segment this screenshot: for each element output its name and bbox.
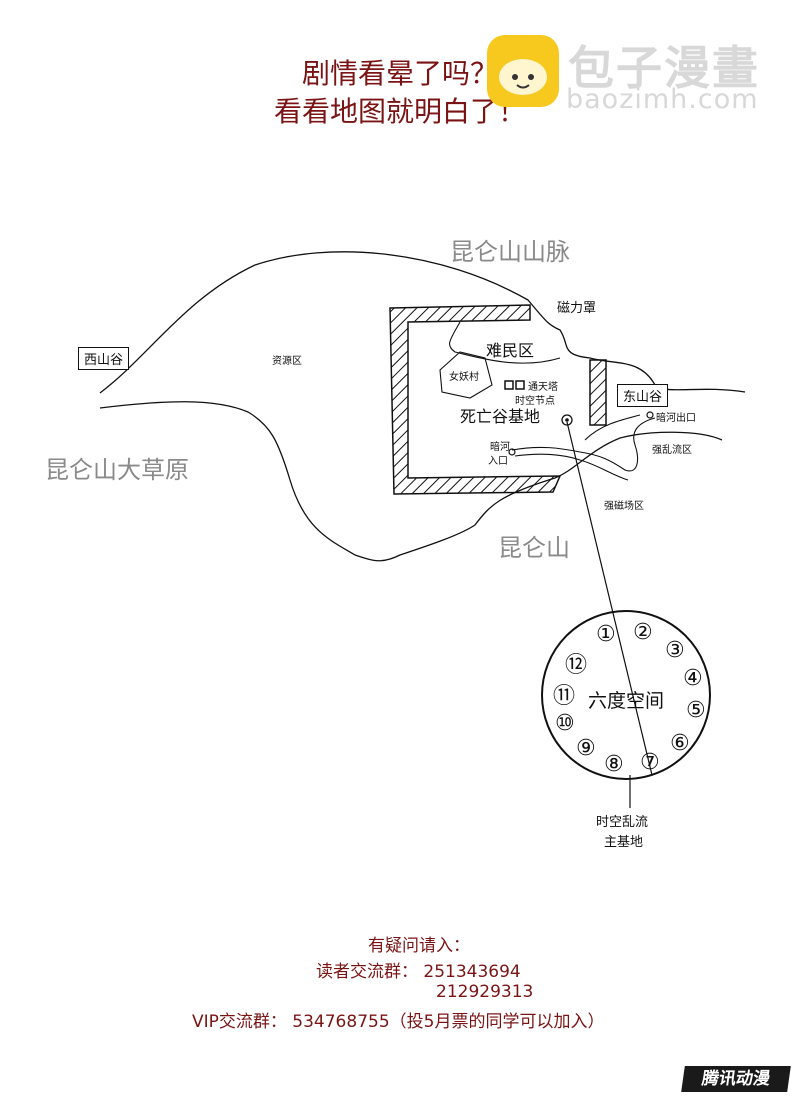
space-number-11: ⑪ [553, 684, 576, 709]
space-number-3: ③ [665, 638, 685, 663]
space-number-9: ⑨ [576, 736, 596, 761]
river-line [511, 417, 656, 472]
label-mountain: 昆仑山 [498, 534, 570, 562]
label-dark-river-1: 暗河 [490, 442, 510, 453]
space-number-7: ⑦ [640, 750, 660, 775]
watermark-logo: 腾讯动漫 [681, 1066, 791, 1092]
label-sky-tower: 通天塔 [528, 382, 558, 393]
east-coast [554, 431, 723, 479]
footer-line1: 有疑问请入： [368, 936, 470, 956]
label-west-valley: 西山谷 [78, 347, 130, 370]
space-number-1: ① [596, 622, 616, 647]
six-space-circle [541, 610, 711, 780]
label-mountain-range: 昆仑山山脉 [450, 238, 570, 266]
footer-line2: 读者交流群： 251343694 [316, 962, 521, 982]
label-six-space: 六度空间 [588, 690, 665, 712]
label-main-base-1: 时空乱流 [596, 815, 649, 830]
label-east-valley: 东山谷 [617, 384, 669, 407]
label-magnetic-shield: 磁力罩 [557, 301, 597, 316]
label-death-valley-base: 死亡谷基地 [460, 407, 541, 426]
time-node-connector [566, 421, 653, 776]
space-number-5: ⑤ [686, 698, 706, 723]
space-number-2: ② [633, 620, 653, 645]
lower-outline [99, 401, 556, 562]
logo-name-cn: 包子漫畫 [568, 41, 760, 95]
page-title-line2: 看看地图就明白了！ [273, 95, 526, 128]
label-chaos-zone: 强乱流区 [652, 445, 692, 456]
footer-line3: 212929313 [436, 982, 534, 1002]
space-number-12: ⑫ [565, 653, 588, 678]
time-node-marker [561, 414, 573, 426]
demon-village-outline [439, 351, 493, 399]
space-number-6: ⑥ [670, 731, 690, 756]
label-refugee-zone: 难民区 [486, 341, 535, 360]
label-magnetic-field-zone: 强磁场区 [604, 501, 644, 512]
label-dark-river-2: 入口 [488, 456, 508, 467]
tower-square-2 [515, 380, 525, 390]
label-time-node: 时空节点 [515, 396, 555, 407]
label-resource-zone: 资源区 [272, 356, 302, 367]
space-number-8: ⑧ [604, 752, 624, 777]
dark-river-entrance-marker [508, 448, 516, 456]
dark-river-exit-marker [646, 411, 654, 419]
tower-square-1 [504, 380, 514, 390]
label-grassland: 昆仑山大草原 [45, 456, 189, 484]
base-walls [389, 304, 607, 495]
label-main-base-2: 主基地 [604, 835, 644, 850]
logo-name-en: baozimh.com [566, 84, 759, 115]
mountain-outline [99, 251, 746, 394]
space-number-10: ⑩ [555, 711, 575, 736]
label-dark-river-exit: 暗河出口 [656, 413, 696, 424]
footer-line4: VIP交流群： 534768755（投5月票的同学可以加入） [192, 1012, 605, 1032]
page-title-line1: 剧情看晕了吗？ [301, 57, 498, 90]
label-demon-village: 女妖村 [449, 372, 479, 383]
space-number-4: ④ [683, 666, 703, 691]
bun-icon [487, 35, 559, 107]
